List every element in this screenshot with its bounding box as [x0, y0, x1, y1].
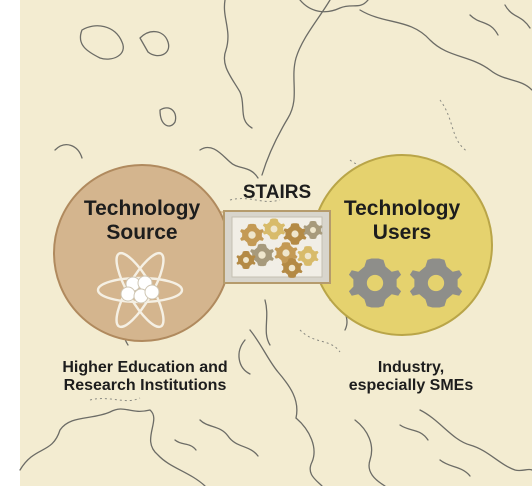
- stairs-gear: [262, 218, 286, 240]
- technology-users-title: Technology Users: [327, 197, 477, 244]
- technology-users-title-line1: Technology: [343, 197, 461, 220]
- stairs-gear: [303, 221, 323, 239]
- stairs-gear: [240, 223, 264, 247]
- technology-source-node: [53, 164, 231, 342]
- technology-source-title-line2: Source: [106, 220, 178, 244]
- stairs-gear: [283, 223, 307, 245]
- users-gear-left: [348, 258, 402, 308]
- technology-source-title: Technology Source: [57, 197, 227, 244]
- stairs-bridge: [223, 210, 331, 284]
- map-coastlines: [19, 0, 532, 487]
- source-caption: Higher Education and Research Institutio…: [20, 359, 270, 395]
- users-caption-line2: especially SMEs: [348, 376, 474, 394]
- technology-source-title-line1: Technology: [83, 197, 201, 220]
- stairs-label: STAIRS: [242, 182, 312, 203]
- atom-icon: [96, 251, 184, 329]
- stairs-gear: [250, 243, 274, 267]
- stairs-gear: [236, 251, 256, 269]
- users-caption: Industry, especially SMEs: [322, 359, 500, 395]
- technology-users-title-line2: Users: [372, 220, 432, 244]
- stairs-gears-icon: [236, 218, 323, 278]
- technology-users-node: [311, 154, 493, 336]
- users-gears-icon: [348, 258, 463, 308]
- stairs-gear: [297, 246, 319, 266]
- stairs-gear: [281, 258, 303, 278]
- source-caption-line2: Research Institutions: [63, 376, 227, 394]
- technology-users-circle: [311, 154, 493, 336]
- stairs-gear: [274, 242, 298, 264]
- source-caption-line1: Higher Education and: [62, 359, 228, 376]
- users-caption-line1: Industry,: [377, 359, 445, 376]
- users-gear-right: [409, 258, 463, 308]
